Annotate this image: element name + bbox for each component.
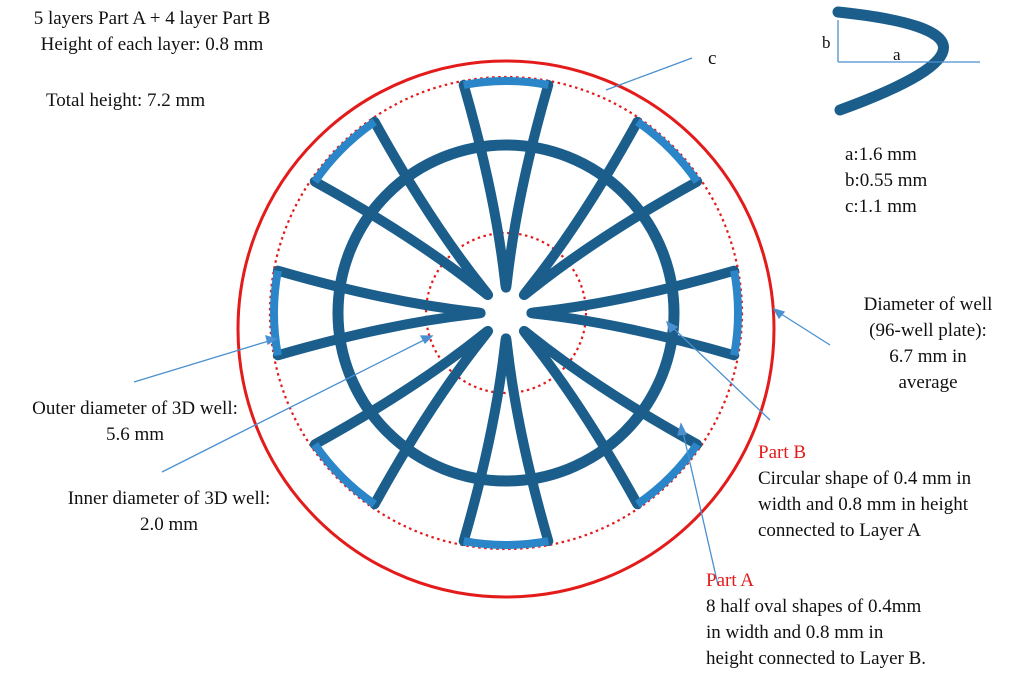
dimension-a: a:1.6 mm — [845, 144, 917, 165]
well-line-2: (96-well plate): — [869, 320, 987, 341]
part-a-outer-cap — [311, 118, 377, 184]
part-b-label: Part B Circular shape of 0.4 mm in width… — [758, 440, 971, 544]
total-height: Total height: 7.2 mm — [46, 90, 206, 111]
part-a-line-2: in width and 0.8 mm in — [706, 622, 884, 643]
part-b-line-2: width and 0.8 mm in height — [758, 494, 969, 515]
leader-part-a — [681, 427, 719, 586]
part-a-line-1: 8 half oval shapes of 0.4mm — [706, 596, 922, 617]
leader-well — [777, 311, 831, 346]
arrowhead-well — [772, 307, 786, 320]
well-circle — [236, 59, 776, 599]
outer-line-2: 5.6 mm — [105, 424, 165, 445]
dimension-list: a:1.6 mm b:0.55 mm c:1.1 mm — [845, 142, 927, 220]
part-b-line-1: Circular shape of 0.4 mm in — [758, 468, 972, 489]
part-a-half-oval — [272, 265, 486, 361]
part-a-title: Part A — [706, 570, 755, 591]
label-b: b — [822, 33, 831, 52]
part-a-label: Part A 8 half oval shapes of 0.4mm in wi… — [706, 568, 926, 672]
dimension-b: b:0.55 mm — [845, 170, 928, 191]
part-a-half-oval — [309, 325, 494, 510]
part-a-outer-cap — [635, 442, 701, 508]
arrowhead-outer — [265, 335, 278, 346]
part-b-title: Part B — [758, 442, 807, 463]
part-a-half-oval — [458, 333, 554, 547]
part-a-outer-cap — [270, 269, 282, 357]
part-a-outer-cap — [462, 537, 550, 549]
inset-half-oval — [832, 6, 949, 116]
inner-line-1: Inner diameter of 3D well: — [67, 488, 271, 509]
part-b-ring — [332, 139, 680, 487]
part-a-half-ovals — [270, 77, 742, 549]
outer-line-1: Outer diameter of 3D well: — [32, 398, 238, 419]
arrowhead-inner — [419, 335, 434, 345]
leader-inner — [161, 337, 429, 473]
well-line-1: Diameter of well — [863, 294, 993, 315]
part-a-outer-cap — [311, 442, 377, 508]
leader-part-b — [669, 324, 771, 421]
dimension-c: c:1.1 mm — [845, 196, 917, 217]
part-a-half-oval — [526, 265, 740, 361]
part-a-outer-cap — [462, 77, 550, 89]
label-a: a — [893, 45, 901, 64]
outer-diameter-label: Outer diameter of 3D well: 5.6 mm — [2, 396, 268, 448]
inner-diameter-label: Inner diameter of 3D well: 2.0 mm — [36, 486, 302, 538]
label-c: c — [708, 48, 717, 69]
part-a-line-3: height connected to Layer B. — [706, 648, 927, 669]
part-a-outer-cap — [730, 269, 742, 357]
part-b-line-3: connected to Layer A — [758, 520, 922, 541]
part-a-half-oval — [458, 79, 554, 293]
well-line-4: average — [898, 372, 958, 393]
layers-info: 5 layers Part A + 4 layer Part B Height … — [4, 6, 300, 58]
arrowhead-part-a — [677, 422, 687, 436]
part-a-outer-cap — [635, 118, 701, 184]
well-line-3: 6.7 mm in — [889, 346, 967, 367]
inner-diameter-circle — [424, 231, 588, 395]
well-diameter-label: Diameter of well (96-well plate): 6.7 mm… — [838, 292, 1018, 396]
arrowhead-part-b — [665, 320, 679, 334]
layers-line-2: Height of each layer: 0.8 mm — [40, 34, 264, 55]
leader-outer — [133, 339, 273, 383]
part-a-half-oval — [309, 116, 494, 301]
layers-line-1: 5 layers Part A + 4 layer Part B — [33, 8, 271, 29]
part-a-half-oval — [518, 116, 703, 301]
inner-line-2: 2.0 mm — [139, 514, 199, 535]
part-a-half-oval — [518, 325, 703, 510]
leader-c — [605, 57, 693, 91]
inset-half-oval-figure — [832, 6, 980, 116]
